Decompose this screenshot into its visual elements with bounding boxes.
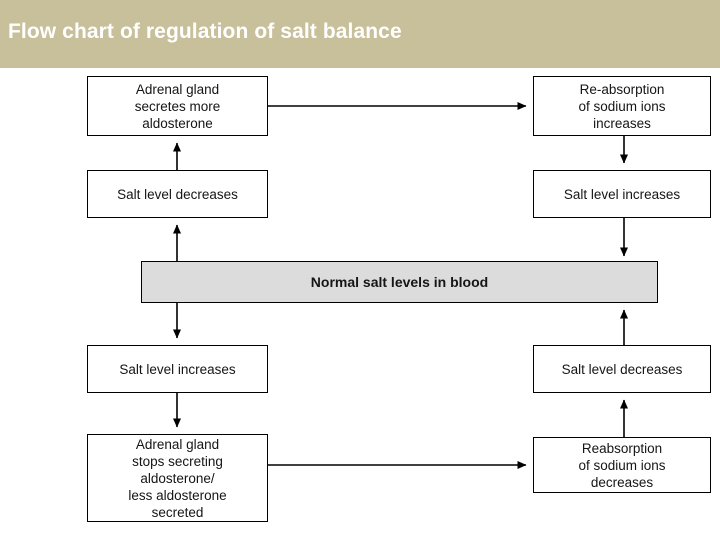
node-label: Re-absorption of sodium ions increases (578, 81, 666, 131)
node-reabsorption-of-sodium-ions-increases: Re-absorption of sodium ions increases (533, 76, 711, 136)
node-salt-level-decreases-bottom: Salt level decreases (533, 345, 711, 393)
node-normal-salt-levels-in-blood: Normal salt levels in blood (141, 261, 658, 303)
node-salt-level-increases-bottom: Salt level increases (87, 345, 268, 393)
node-salt-level-decreases-top: Salt level decreases (87, 170, 268, 218)
node-label: Salt level increases (119, 361, 236, 377)
flowchart-diagram: Adrenal gland secretes more aldosterone … (0, 68, 720, 540)
node-label: Adrenal gland secretes more aldosterone (134, 81, 221, 131)
node-label: Salt level decreases (561, 361, 683, 377)
node-label: Adrenal gland stops secreting aldosteron… (128, 436, 227, 520)
flowchart-connectors (173, 102, 628, 469)
node-reabsorption-of-sodium-ions-decreases: Reabsorption of sodium ions decreases (533, 437, 711, 493)
node-salt-level-increases-top: Salt level increases (533, 170, 711, 218)
page-title: Flow chart of regulation of salt balance (8, 20, 402, 43)
node-label: Salt level decreases (117, 186, 238, 202)
node-label: Reabsorption of sodium ions decreases (578, 440, 666, 490)
node-adrenal-gland-stops-secreting-aldosterone: Adrenal gland stops secreting aldosteron… (87, 434, 268, 522)
node-label: Salt level increases (563, 186, 681, 202)
node-label: Normal salt levels in blood (310, 273, 489, 290)
title-banner: Flow chart of regulation of salt balance (0, 0, 720, 68)
node-adrenal-gland-secretes-more-aldosterone: Adrenal gland secretes more aldosterone (87, 76, 268, 136)
